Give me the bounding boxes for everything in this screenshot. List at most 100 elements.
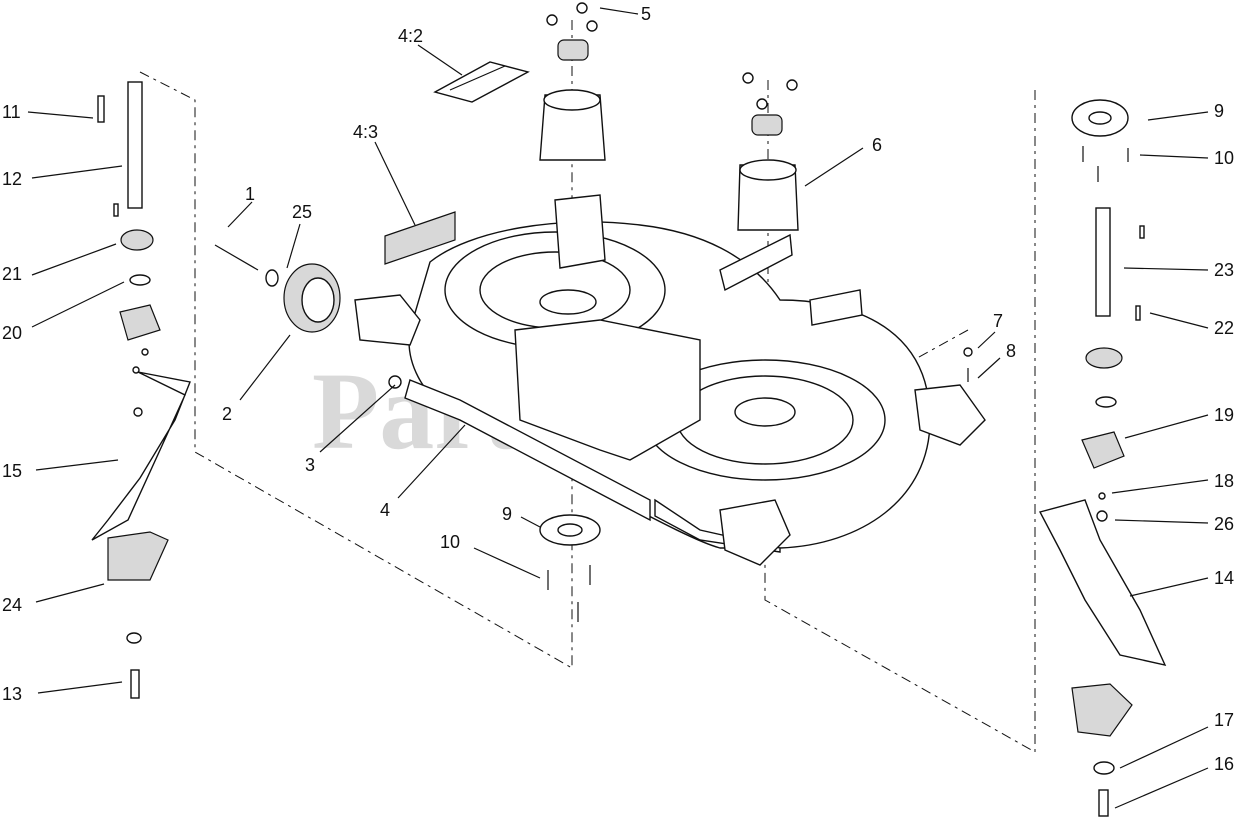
key-22 <box>1135 305 1141 321</box>
leader-19 <box>1124 414 1209 439</box>
pulley-19 <box>1081 431 1125 469</box>
bearing-right <box>1085 347 1123 369</box>
wheel-2-hub <box>301 277 335 323</box>
key-right-top <box>1139 225 1145 239</box>
decal-line <box>449 65 506 91</box>
bearing-top-left <box>557 39 589 61</box>
callout-2: 2 <box>222 404 232 424</box>
adapter-24 <box>107 531 169 581</box>
right-bracket <box>914 384 986 446</box>
left-chamber-inner <box>479 251 631 329</box>
callout-10-center: 10 <box>440 532 460 552</box>
callout-6: 6 <box>872 135 882 155</box>
nut-5c <box>586 20 598 32</box>
leader-4-2 <box>417 44 463 76</box>
callout-24: 24 <box>2 595 22 615</box>
decal-4-2 <box>433 61 530 103</box>
callout-22: 22 <box>1214 318 1234 338</box>
callout-23: 23 <box>1214 260 1234 280</box>
front-hanger <box>719 233 793 292</box>
leader-23 <box>1123 267 1209 271</box>
nut-6c <box>756 98 768 110</box>
right-spindle-dash <box>764 90 1036 753</box>
callout-5: 5 <box>641 4 651 24</box>
arm-bar <box>809 289 863 326</box>
nut-6a <box>742 72 754 84</box>
callout-9-right: 9 <box>1214 101 1224 121</box>
leader-10-right <box>1139 154 1209 159</box>
leader-26 <box>1114 519 1209 524</box>
spindle-mount-left <box>554 194 606 269</box>
leader-24 <box>35 583 105 603</box>
shaft-12 <box>127 81 143 209</box>
nut-left-b <box>132 366 140 374</box>
spindle-housing-left-top <box>543 89 601 111</box>
spindle-housing-right-top <box>739 159 797 181</box>
bolt-13 <box>130 669 140 699</box>
leader-20 <box>31 281 125 328</box>
key-left <box>113 203 119 217</box>
blade-14 <box>1038 499 1167 666</box>
bearing-top-right <box>751 114 783 136</box>
callout-25: 25 <box>292 202 312 222</box>
nut-5b <box>576 2 588 14</box>
callout-21: 21 <box>2 264 22 284</box>
callout-17: 17 <box>1214 710 1234 730</box>
belt-cover <box>514 319 701 461</box>
decal-4-3 <box>384 211 456 265</box>
callout-14: 14 <box>1214 568 1234 588</box>
spacer-25 <box>265 269 279 287</box>
nut-6b <box>786 79 798 91</box>
deck-front-lip <box>404 379 651 522</box>
bolt-16 <box>1098 789 1109 817</box>
callout-16: 16 <box>1214 754 1234 774</box>
washer-17 <box>1093 761 1115 775</box>
leader-25 <box>286 223 301 269</box>
key-11 <box>97 95 105 123</box>
nut-3 <box>388 375 402 389</box>
left-spindle-stack <box>91 81 191 699</box>
blade-15 <box>91 371 191 541</box>
leader-12 <box>31 165 123 179</box>
callout-26: 26 <box>1214 514 1234 534</box>
callout-3: 3 <box>305 455 315 475</box>
leader-lines <box>27 7 1209 809</box>
nut-left-c <box>133 407 143 417</box>
pulley-left <box>119 304 161 341</box>
leader-8 <box>977 357 1001 379</box>
leader-1 <box>227 201 253 228</box>
leader-4 <box>397 424 466 499</box>
leader-9-center <box>520 516 541 528</box>
leader-9-right <box>1147 111 1209 121</box>
leader-14 <box>1129 577 1209 597</box>
callout-19: 19 <box>1214 405 1234 425</box>
callout-20: 20 <box>2 323 22 343</box>
snap-ring-right <box>1095 396 1117 408</box>
leader-10-center <box>473 547 541 579</box>
leader-21 <box>31 243 117 276</box>
callout-4-2: 4:2 <box>398 26 423 46</box>
leader-15 <box>35 459 119 471</box>
callout-4-3: 4:3 <box>353 122 378 142</box>
callout-11: 11 <box>2 102 21 122</box>
rear-bracket <box>719 499 791 566</box>
left-bracket <box>354 294 421 346</box>
callout-18: 18 <box>1214 471 1234 491</box>
leader-3 <box>319 384 396 453</box>
leader-7 <box>977 331 996 349</box>
bearing-21 <box>120 229 154 251</box>
right-spindle-stack <box>1038 99 1167 817</box>
center-parts <box>214 2 973 622</box>
washer-9-center-hole <box>557 523 583 537</box>
leader-18 <box>1111 479 1209 494</box>
nut-18 <box>1098 492 1106 500</box>
mower-deck <box>354 194 986 566</box>
callout-4: 4 <box>380 500 390 520</box>
bolt-1 <box>214 244 259 271</box>
callout-8: 8 <box>1006 341 1016 361</box>
adapter-right <box>1071 683 1133 737</box>
callout-1: 1 <box>245 184 255 204</box>
callout-13: 13 <box>2 684 22 704</box>
